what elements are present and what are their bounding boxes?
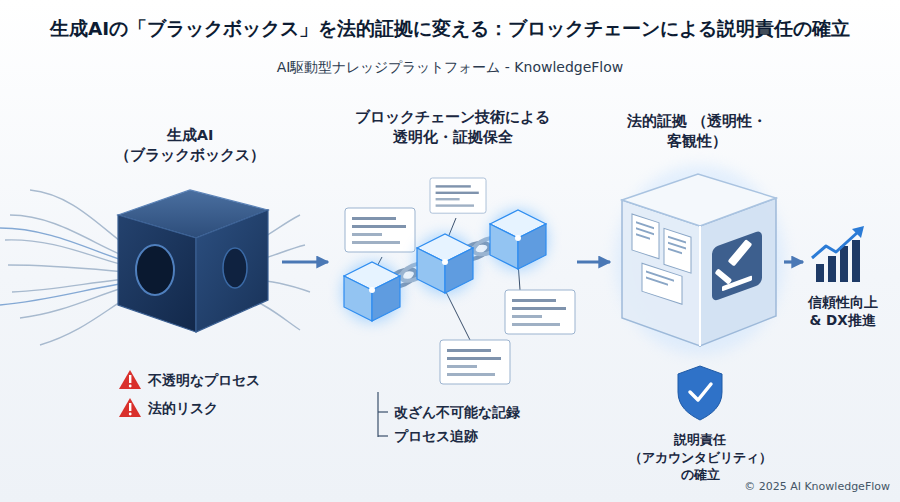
growth-chart-icon (840, 246, 848, 282)
warning-icon (129, 413, 132, 416)
evidence-cube (646, 271, 674, 282)
flow-arrow (577, 260, 610, 263)
evidence-cube (668, 236, 686, 244)
stage-heading: ブロックチェーン技術による 透明化・証拠保全 (350, 108, 555, 147)
warning-icon (119, 370, 141, 389)
blockchain-illustration (345, 208, 415, 252)
blockchain-illustration (342, 178, 575, 384)
bracket-line (378, 411, 388, 412)
bracket-line (378, 435, 388, 436)
evidence-cube (722, 275, 752, 291)
text-label: 不透明なプロセス (148, 371, 308, 390)
evidence-cube (714, 268, 732, 284)
black-box-cube (118, 190, 268, 332)
evidence-cube (642, 263, 682, 304)
shield-icon (678, 366, 722, 420)
stage-node: ブロックチェーン技術による 透明化・証拠保全 (330, 106, 575, 346)
stage-node: 信頼性向上 & DX推進 (805, 225, 880, 330)
black-box-cube (223, 248, 247, 288)
blockchain-illustration (430, 178, 486, 213)
evidence-cube (636, 233, 650, 240)
warning-icon (129, 385, 132, 388)
bracket-line (378, 392, 388, 437)
evidence-cube (646, 277, 668, 286)
black-box-cube (196, 210, 268, 332)
evidence-cube (728, 239, 753, 266)
blockchain-illustration (440, 340, 510, 384)
blockchain-illustration (488, 210, 548, 270)
data-stream (0, 190, 310, 345)
growth-chart-icon (812, 226, 864, 282)
warning-icon (119, 370, 141, 417)
stage-heading: 法的証拠 （透明性・客観性） (625, 112, 770, 151)
growth-chart-icon (812, 232, 858, 258)
growth-chart-icon (852, 240, 860, 282)
blockchain-illustration (446, 292, 470, 340)
text-label: © 2025 AI KnowledgeFlow (600, 480, 890, 495)
evidence-cube (615, 165, 785, 355)
stage-node: 生成AI （ブラックボックス） (100, 126, 280, 336)
blockchain-illustration (415, 234, 475, 294)
growth-chart-icon (816, 264, 824, 282)
warning-icon (129, 375, 131, 383)
evidence-cube (632, 214, 659, 259)
text-label: AI駆動型ナレッジプラットフォーム - KnowledgeFlow (0, 58, 900, 77)
blockchain-illustration (342, 262, 402, 322)
evidence-cube (632, 214, 691, 307)
evidence-cube (664, 228, 691, 273)
text-label: 説明責任 （アカウンタビリティ） の確立 (622, 431, 778, 484)
text-label: 法的リスク (148, 399, 308, 418)
text-label: 改ざん不可能な記録 (394, 403, 564, 422)
blockchain-illustration (505, 290, 575, 334)
stage-heading: 生成AI （ブラックボックス） (115, 126, 265, 165)
warning-icon (129, 403, 131, 411)
evidence-cube (712, 230, 762, 302)
text-label: プロセス追跡 (394, 427, 564, 446)
evidence-cube (636, 227, 654, 235)
shield-icon (690, 384, 711, 400)
growth-chart-icon (828, 256, 836, 282)
stage-heading: 信頼性向上 & DX推進 (805, 293, 880, 329)
stage-node: 法的証拠 （透明性・客観性） (612, 110, 782, 350)
evidence-cube (712, 230, 762, 302)
growth-chart-icon (852, 226, 864, 238)
shield-icon (678, 366, 722, 420)
black-box-cube (136, 245, 174, 295)
diagram-title: 生成AIの「ブラックボックス」を法的証拠に変える：ブロックチェーンによる説明責任… (0, 16, 900, 41)
evidence-cube (615, 165, 785, 355)
evidence-cube (699, 226, 701, 346)
flow-arrow (784, 260, 803, 263)
black-box-cube (118, 215, 196, 332)
warning-icon (119, 398, 141, 417)
flow-arrow (282, 260, 328, 263)
evidence-cube (636, 221, 654, 229)
bracket-line (377, 392, 378, 437)
evidence-cube (668, 248, 682, 255)
evidence-cube (668, 242, 686, 250)
